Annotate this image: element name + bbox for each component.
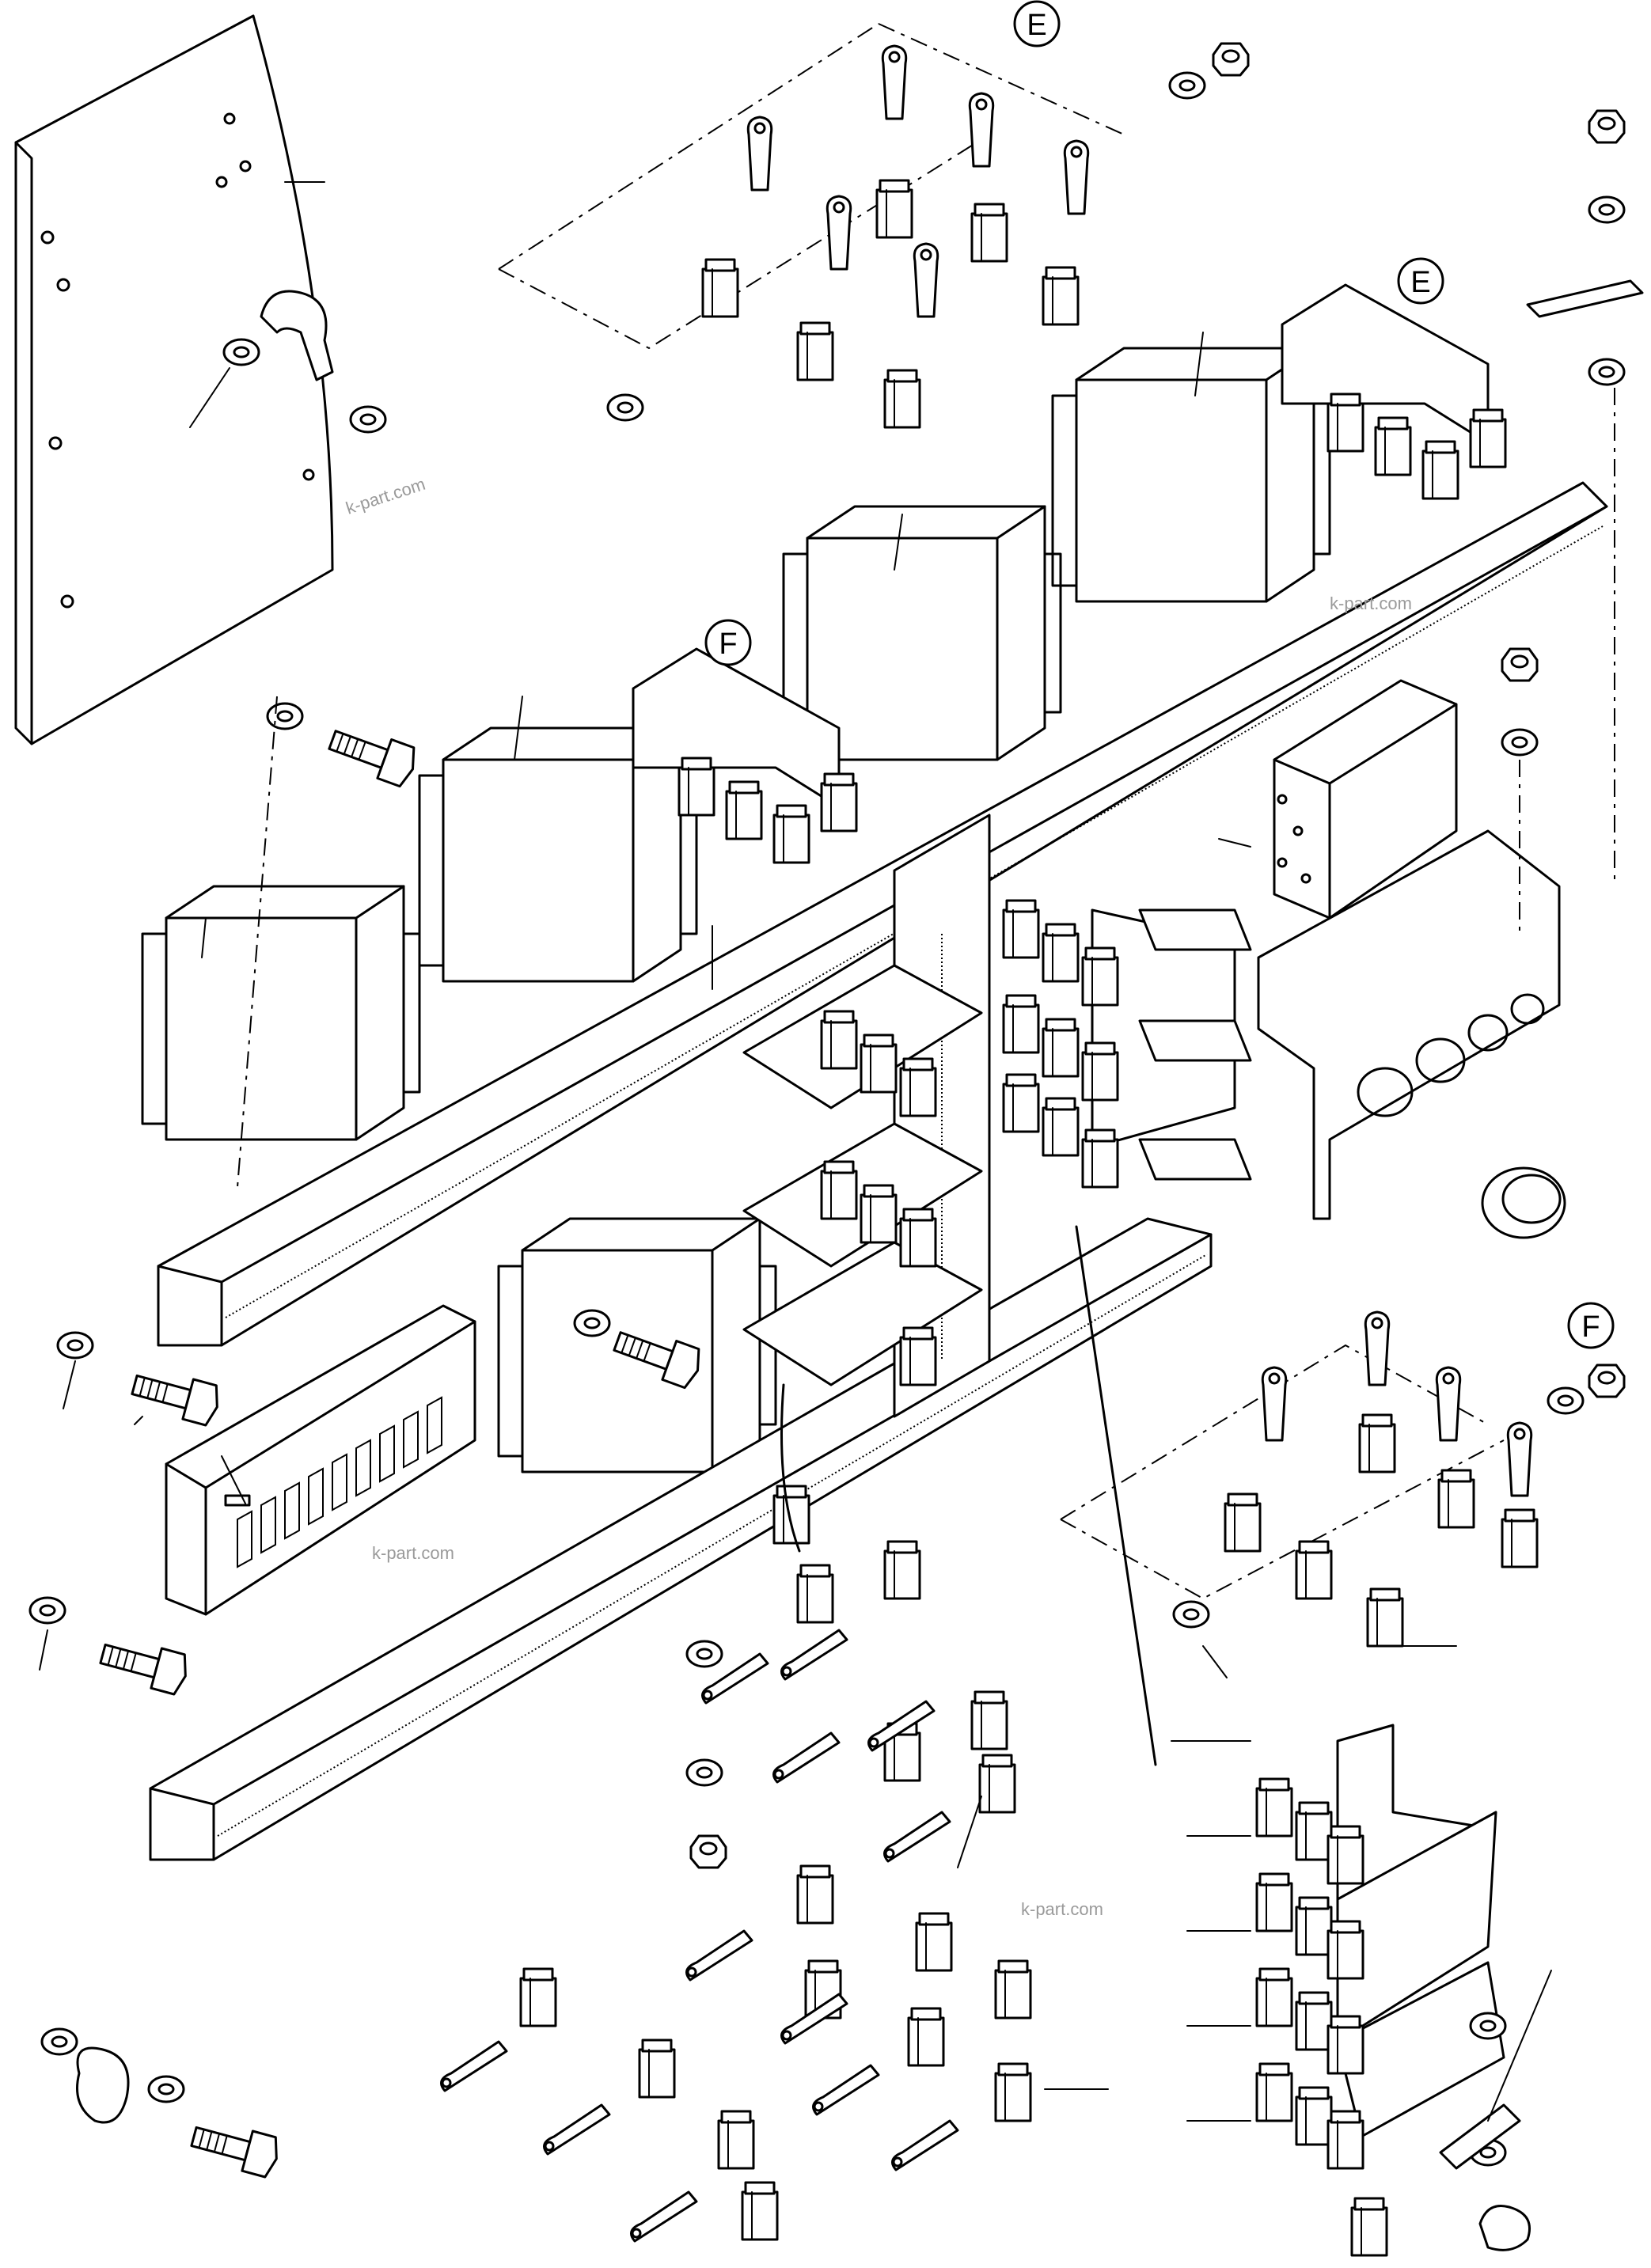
fuse-box xyxy=(165,1304,476,1616)
mounting-panel xyxy=(14,14,387,745)
relay-bracket-f xyxy=(632,647,858,864)
callout-f-mid-label: F xyxy=(719,628,737,661)
module-4 xyxy=(141,885,421,1141)
leader-lines xyxy=(39,332,1552,2122)
callout-e-mid: E xyxy=(1397,257,1444,305)
relay-bracket-e xyxy=(1281,283,1507,500)
hardware-stack-right xyxy=(1526,109,1644,886)
watermark-3: k-part.com xyxy=(372,1543,454,1563)
watermark-4: k-part.com xyxy=(1021,1899,1103,1919)
callout-f-mid: F xyxy=(704,619,752,666)
watermark-1: k-part.com xyxy=(343,474,428,518)
callout-f-right: F xyxy=(1567,1302,1615,1349)
relay-cluster-lower-right xyxy=(1060,1310,1626,1648)
relay-cluster-top xyxy=(498,23,1250,429)
hardware-left xyxy=(28,696,706,2180)
relay-stack-bottom-right xyxy=(1255,1724,1531,2257)
callout-e-mid-label: E xyxy=(1410,266,1430,299)
loose-terminals xyxy=(440,1225,1157,2243)
relay-module-right xyxy=(1257,647,1566,1239)
callout-e-top-label: E xyxy=(1027,9,1046,42)
relay-frame xyxy=(742,814,1252,1418)
callout-f-right-label: F xyxy=(1581,1310,1600,1344)
watermark-2: k-part.com xyxy=(1330,594,1412,613)
callout-e-top: E xyxy=(1013,0,1061,47)
